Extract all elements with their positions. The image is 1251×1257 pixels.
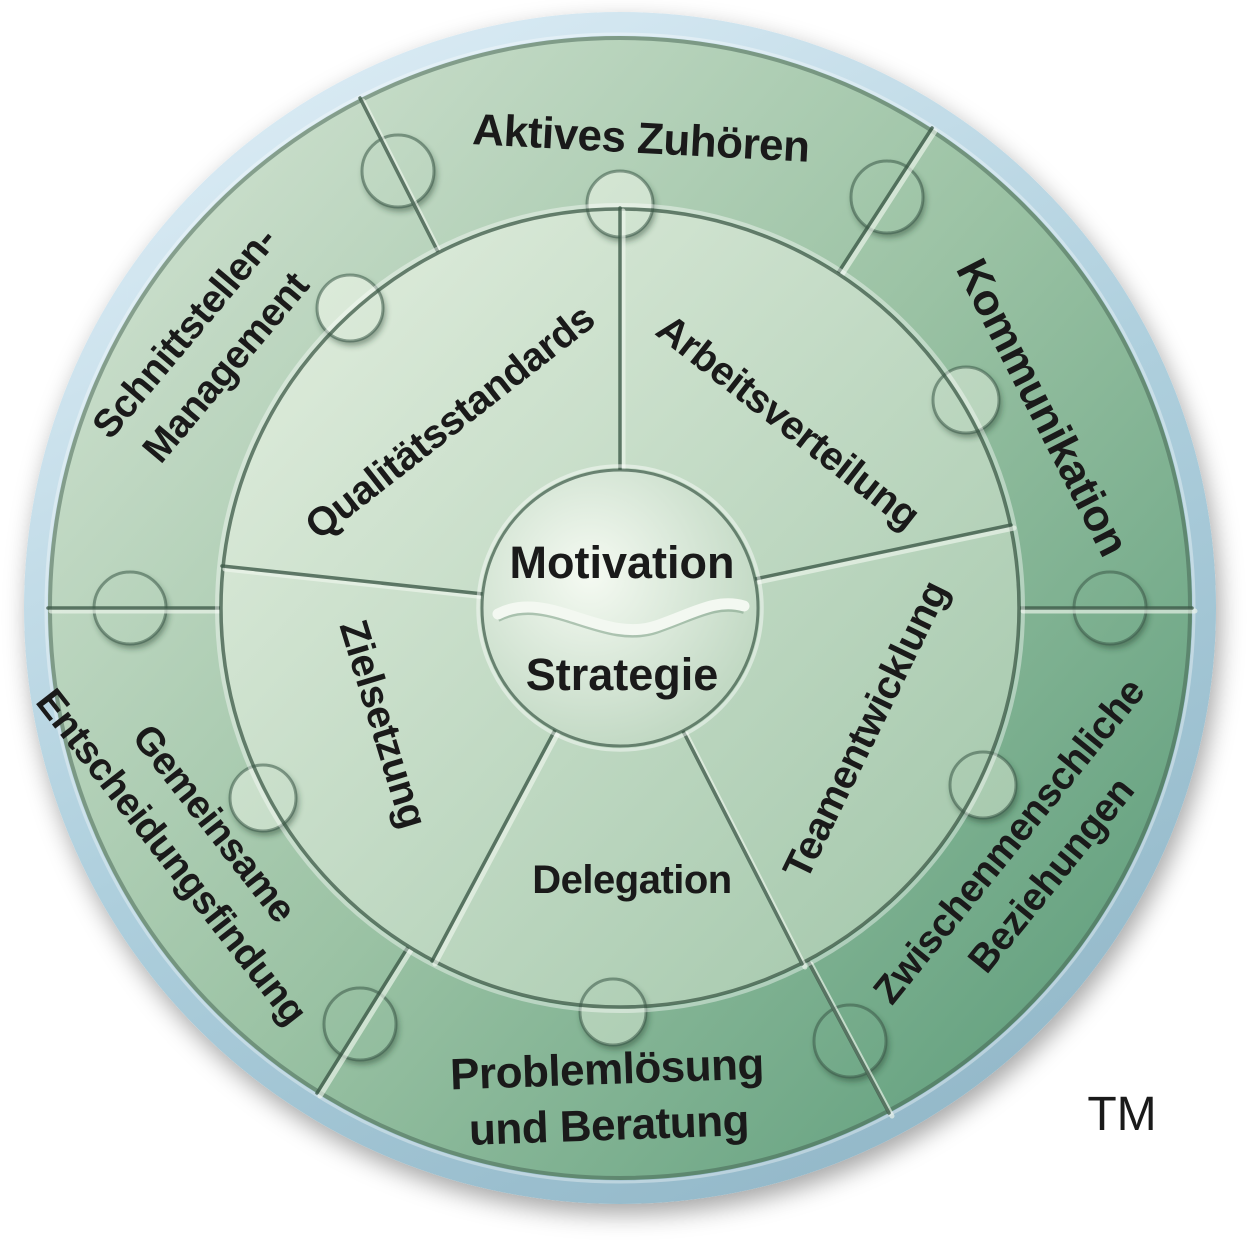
outer-label-line: und Beratung bbox=[468, 1096, 750, 1155]
inner-label-delegation: Delegation bbox=[532, 858, 731, 902]
puzzle-tab bbox=[948, 750, 1018, 820]
center-core bbox=[476, 464, 764, 752]
center-label-motivation: Motivation bbox=[510, 537, 735, 588]
ring-boundary-highlight bbox=[215, 203, 1025, 1013]
center-circle bbox=[480, 468, 760, 748]
segment-divider bbox=[806, 959, 891, 1115]
puzzle-tab bbox=[578, 977, 648, 1047]
outer-segment-dividers bbox=[46, 96, 1198, 1119]
segment-divider bbox=[681, 729, 804, 966]
rim-highlight bbox=[44, 32, 1196, 1184]
center-wave-divider bbox=[492, 598, 750, 636]
segment-divider bbox=[315, 945, 410, 1095]
segment-divider bbox=[220, 564, 485, 596]
segment-divider bbox=[836, 126, 934, 275]
segment-divider bbox=[358, 96, 440, 254]
inner-segment-dividers bbox=[220, 206, 1017, 970]
segment-divider bbox=[430, 728, 557, 963]
center-highlight bbox=[476, 464, 764, 752]
outer-label-line: Problemlösung bbox=[449, 1040, 764, 1100]
segment-divider bbox=[753, 523, 1013, 581]
outer-label-problemloesung-und-beratung: Problemlösung und Beratung bbox=[449, 1040, 764, 1155]
center-label-strategie: Strategie bbox=[526, 649, 719, 700]
trademark-label: TM bbox=[1087, 1088, 1156, 1141]
puzzle-tab bbox=[315, 273, 385, 343]
